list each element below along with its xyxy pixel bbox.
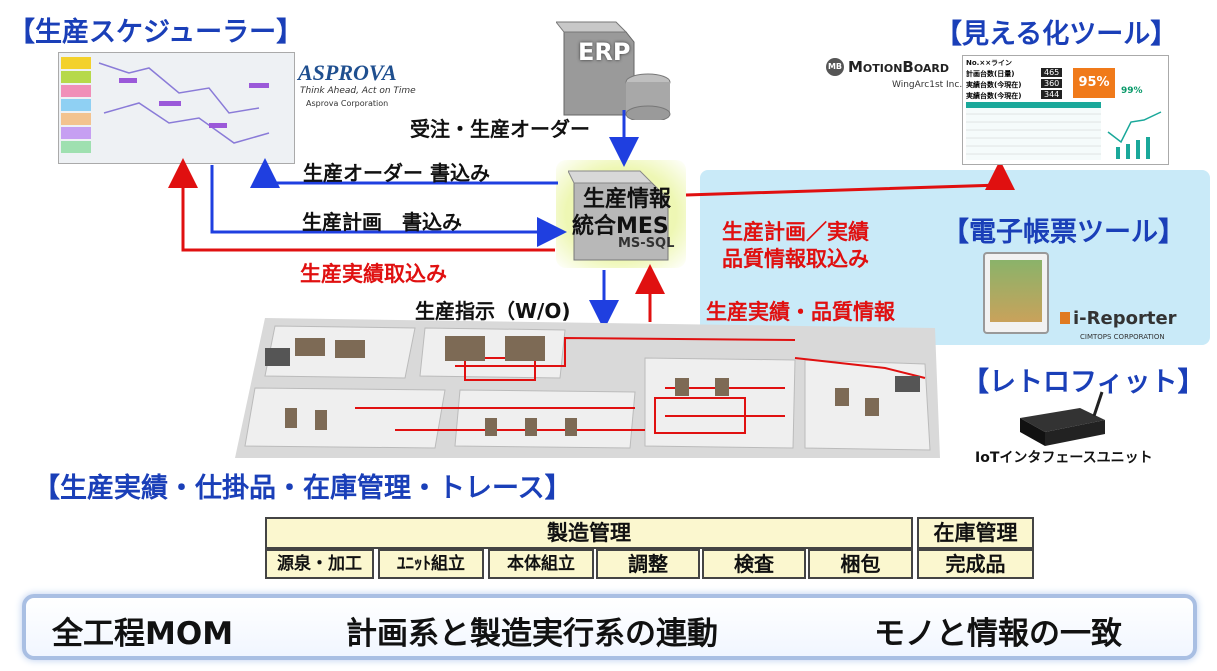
mes-server-icon: [568, 170, 669, 261]
mes-db-label: MS-SQL: [618, 236, 675, 251]
arrow-actual-import: [168, 158, 555, 252]
mes-line2: 統合MES: [572, 214, 669, 239]
mes-line1: 生産情報: [583, 187, 672, 212]
erp-label: ERP: [578, 38, 631, 66]
dashboard-row-3-value: 344: [1041, 90, 1063, 99]
iot-unit-icon: [1020, 391, 1105, 446]
label-order-write: 生産オーダー 書込み: [303, 161, 490, 185]
ereport-title: 【電子帳票ツール】: [942, 217, 1185, 248]
erp-server-icon: [556, 21, 671, 120]
scheduler-screenshot: [58, 52, 295, 164]
mfg-header: 製造管理: [265, 517, 913, 549]
dashboard-row-1-label: 計画台数(日量): [966, 70, 1015, 78]
slogan-bar: 全工程MOM 計画系と製造実行系の連動 モノと情報の一致: [22, 594, 1197, 660]
cell-packing: 梱包: [808, 549, 913, 579]
scheduler-title: 【生産スケジューラー】: [8, 17, 304, 48]
asprova-tagline: Think Ahead, Act on Time: [300, 86, 416, 96]
label-plan-write: 生産計画 書込み: [302, 210, 462, 234]
cell-body-assembly: 本体組立: [488, 549, 594, 579]
slogan-linkage: 計画系と製造実行系の連動: [346, 616, 718, 652]
dashboard-pct2: 99%: [1121, 86, 1143, 96]
dashboard-table-image: [966, 102, 1162, 160]
dashboard-pct: 95%: [1073, 68, 1115, 98]
retrofit-title: 【レトロフィット】: [962, 367, 1205, 398]
inv-header: 在庫管理: [917, 517, 1034, 549]
dashboard-line: No.××ライン: [966, 59, 1013, 67]
cell-unit-assembly: ﾕﾆｯﾄ組立: [378, 549, 484, 579]
arrow-mes-to-dashboard: [685, 160, 1015, 197]
motionboard-logo: MotionBoard: [848, 58, 950, 76]
cell-source-processing: 源泉・加工: [265, 549, 374, 579]
tablet-image: [983, 252, 1049, 334]
dashboard-row-2-label: 実績台数(今現在): [966, 81, 1022, 89]
ireporter-logo: i-Reporter: [1073, 308, 1177, 329]
factory-floor-image: [235, 318, 940, 458]
label-order-receive: 受注・生産オーダー: [410, 117, 590, 141]
slogan-match: モノと情報の一致: [874, 616, 1122, 652]
label-actual-quality: 生産実績・品質情報: [706, 300, 895, 324]
asprova-corp: Asprova Corporation: [306, 99, 389, 108]
visualize-title: 【見える化ツール】: [935, 19, 1178, 50]
ireporter-corp: CIMTOPS CORPORATION: [1080, 333, 1165, 341]
slogan-mom: 全工程MOM: [52, 616, 234, 652]
label-work-order: 生産指示（W/O): [415, 299, 571, 323]
dashboard-row-2-value: 360: [1041, 79, 1063, 88]
tracking-title: 【生産実績・仕掛品・在庫管理・トレース】: [33, 473, 572, 504]
motionboard-corp: WingArc1st Inc.: [892, 80, 963, 90]
dashboard-row-1-value: 465: [1041, 68, 1063, 77]
cell-finished-goods: 完成品: [917, 549, 1034, 579]
label-actual-import: 生産実績取込み: [300, 262, 447, 286]
label-plan-actual: 生産計画／実績: [722, 220, 869, 244]
label-quality-import: 品質情報取込み: [722, 247, 869, 271]
arrow-order-write: [250, 158, 558, 188]
cell-inspection: 検査: [702, 549, 806, 579]
motionboard-icon: MB: [826, 58, 844, 76]
asprova-logo: ASPROVA: [298, 60, 397, 85]
tools-panel: [700, 170, 1210, 345]
dashboard-screenshot: No.××ライン 計画台数(日量) 465 実績台数(今現在) 360 実績台数…: [962, 55, 1169, 165]
gantt-chart-image: [59, 53, 294, 163]
ireporter-icon: [1060, 312, 1070, 324]
cell-adjustment: 調整: [596, 549, 700, 579]
dashboard-row-3-label: 実績台数(今現在): [966, 92, 1022, 100]
iot-unit-label: IoTインタフェースユニット: [975, 450, 1153, 466]
arrow-plan-write: [210, 165, 567, 247]
